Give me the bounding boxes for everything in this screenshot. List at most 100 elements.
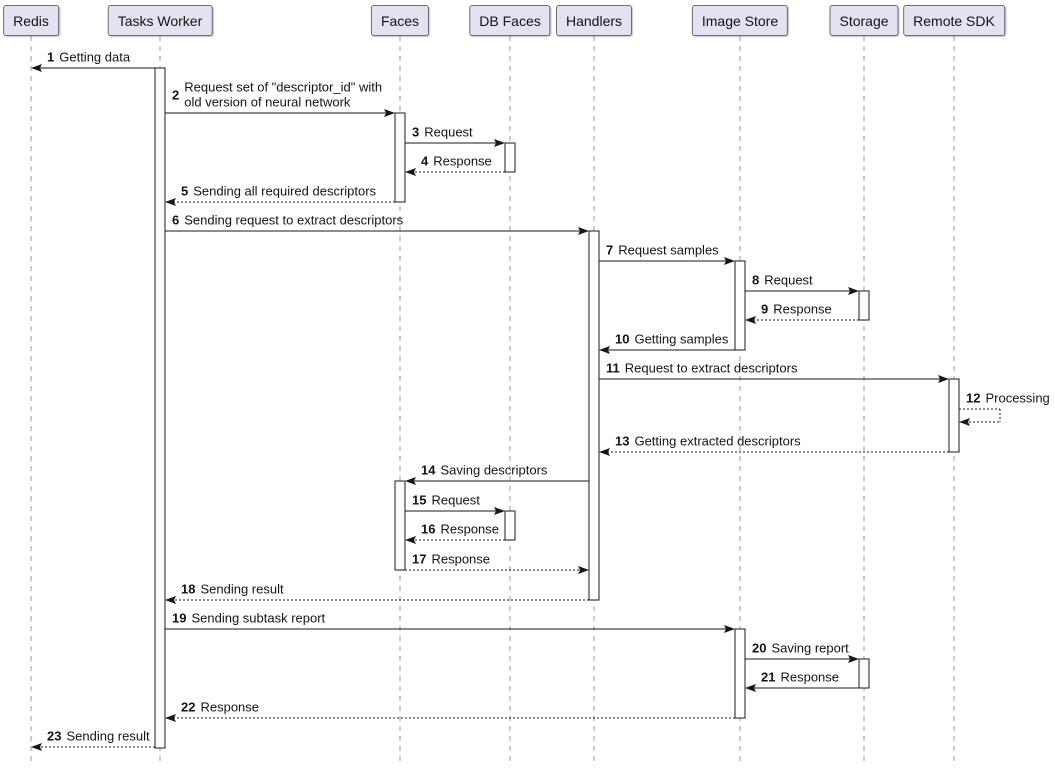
message-arrowhead-4 — [405, 168, 416, 176]
message-number: 23 — [47, 728, 62, 744]
participant-handlers: Handlers — [555, 5, 633, 36]
message-number: 17 — [412, 551, 427, 567]
message-number: 11 — [606, 360, 620, 376]
message-arrowhead-12 — [959, 418, 970, 426]
message-text: Saving descriptors — [440, 462, 548, 478]
message-number: 22 — [181, 699, 196, 715]
message-text: Getting samples — [634, 331, 729, 347]
message-number: 14 — [421, 462, 436, 478]
participant-redis: Redis — [3, 5, 59, 36]
message-text: Sending all required descriptors — [193, 183, 377, 199]
participant-image-store: Image Store — [691, 5, 789, 36]
message-arrowhead-3 — [494, 139, 505, 147]
activation-image-store-4 — [734, 260, 746, 351]
message-text: Request to extract descriptors — [624, 360, 798, 376]
message-arrowhead-2 — [384, 109, 395, 117]
message-text: Request — [424, 124, 473, 140]
activation-faces-7 — [394, 480, 406, 571]
message-text: Processing — [985, 390, 1050, 406]
message-arrowhead-8 — [848, 287, 859, 295]
activation-storage-10 — [858, 658, 870, 689]
activation-db-faces-2 — [504, 142, 516, 173]
message-arrowhead-23 — [31, 743, 42, 751]
message-number: 7 — [606, 242, 614, 258]
activation-storage-5 — [858, 290, 870, 321]
message-arrowhead-5 — [165, 198, 176, 206]
message-text: Sending request to extract descriptors — [184, 212, 404, 228]
message-number: 19 — [172, 610, 187, 626]
activation-faces-1 — [394, 112, 406, 203]
message-arrowhead-9 — [745, 316, 756, 324]
participant-remote-sdk: Remote SDK — [903, 5, 1005, 36]
message-number: 2 — [172, 87, 180, 102]
message-arrowhead-18 — [165, 596, 176, 604]
activation-tasks-worker-0 — [154, 67, 166, 749]
message-text: Response — [200, 699, 260, 715]
message-arrowhead-22 — [165, 714, 176, 722]
message-label-2: 2 Request set of "descriptor_id" with old… — [172, 79, 382, 110]
participant-db-faces: DB Faces — [469, 5, 551, 36]
message-arrowhead-6 — [578, 227, 589, 235]
message-arrowhead-21 — [745, 684, 756, 692]
message-arrowhead-13 — [599, 448, 610, 456]
activation-image-store-9 — [734, 628, 746, 719]
message-text: Response — [440, 521, 500, 537]
message-number: 8 — [752, 272, 760, 288]
message-number: 21 — [761, 669, 776, 685]
message-number: 15 — [412, 492, 427, 508]
message-text: Request — [764, 272, 813, 288]
activation-handlers-3 — [588, 230, 600, 601]
message-text: Response — [433, 153, 492, 169]
message-number: 3 — [412, 124, 420, 140]
message-number: 12 — [966, 390, 981, 406]
message-number: 18 — [181, 581, 196, 597]
message-text: Getting data — [59, 49, 131, 65]
message-arrowhead-1 — [31, 64, 42, 72]
message-text: Response — [431, 551, 491, 567]
message-number: 4 — [421, 153, 429, 169]
message-number: 1 — [47, 49, 55, 65]
participant-tasks-worker: Tasks Worker — [107, 5, 213, 36]
message-arrowhead-19 — [724, 625, 735, 633]
message-arrowhead-15 — [494, 507, 505, 515]
message-number: 13 — [615, 433, 630, 449]
message-text: Request samples — [618, 242, 719, 258]
participant-faces: Faces — [370, 5, 430, 36]
message-number: 20 — [752, 640, 767, 656]
message-number: 16 — [421, 521, 436, 537]
message-text: Saving report — [771, 640, 849, 656]
message-arrowhead-14 — [405, 477, 416, 485]
message-number: 6 — [172, 212, 180, 228]
message-arrowhead-17 — [578, 566, 589, 574]
message-text: Request set of "descriptor_id" with old … — [184, 79, 383, 110]
message-arrowhead-7 — [724, 257, 735, 265]
message-arrowhead-10 — [599, 346, 610, 354]
message-text: Response — [780, 669, 840, 685]
message-arrowhead-11 — [938, 375, 949, 383]
message-text: Sending result — [200, 581, 284, 597]
message-text: Getting extracted descriptors — [634, 433, 801, 449]
message-number: 10 — [615, 331, 630, 347]
